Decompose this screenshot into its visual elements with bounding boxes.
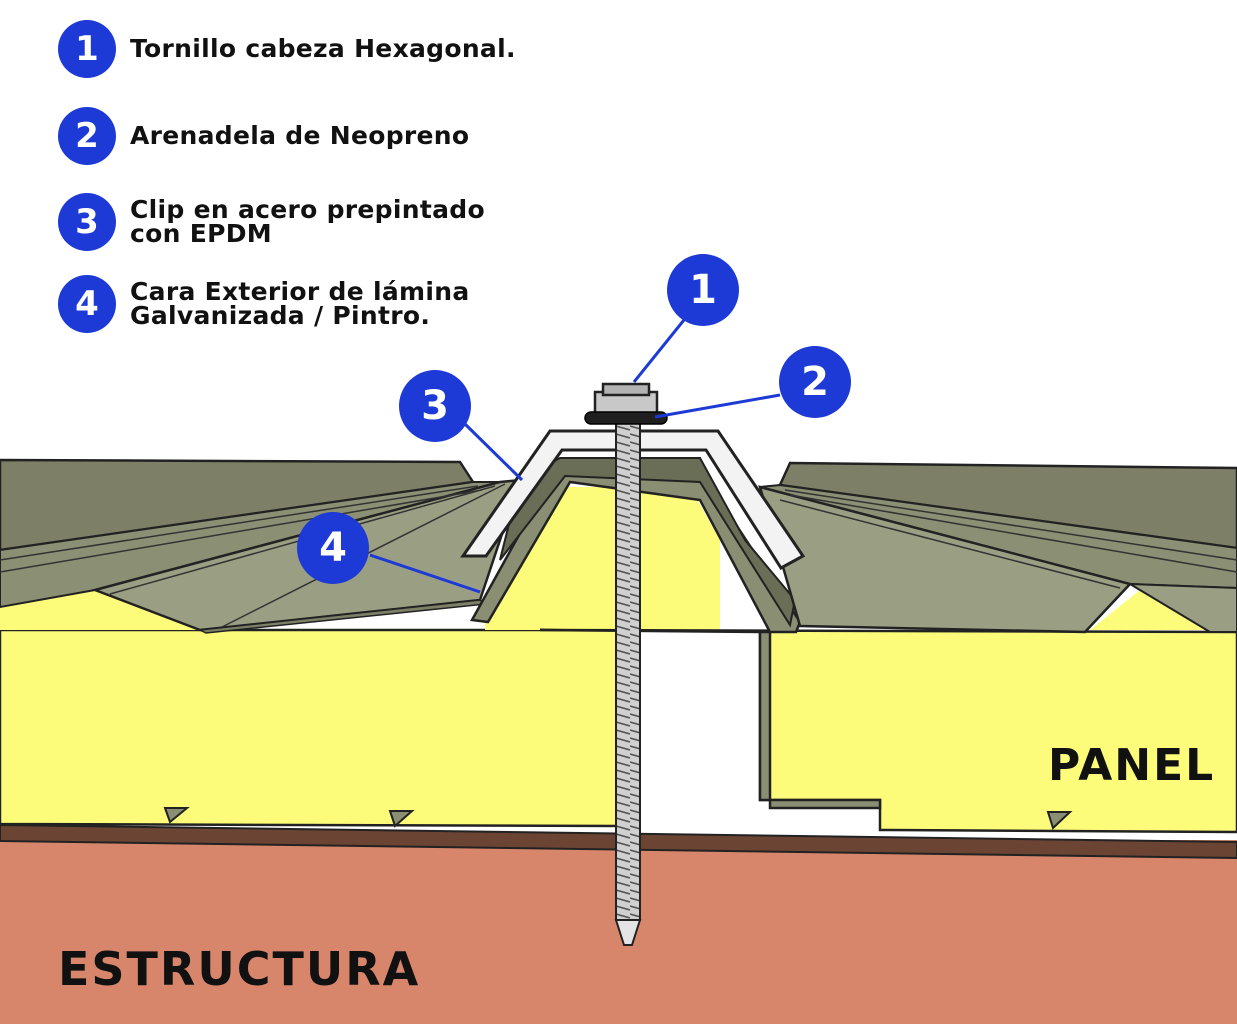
legend-item-2: 2 Arenadela de Neopreno [58,107,469,165]
legend-item-3: 3 Clip en acero prepintado con EPDM [58,193,485,251]
legend-badge: 1 [58,20,116,78]
callout-2: 2 [779,346,851,418]
clip [460,429,806,570]
callout-3: 3 [399,370,471,442]
callout-4: 4 [297,512,369,584]
structure-label: ESTRUCTURA [58,942,421,996]
legend-label: Clip en acero prepintado con EPDM [130,195,485,248]
legend-item-4: 4 Cara Exterior de lámina Galvanizada / … [58,275,470,333]
panel-label: PANEL [1048,740,1216,791]
leader-lines [369,314,781,594]
hex-head-screw [593,382,659,946]
neoprene-washer [584,411,668,425]
right-panel-skin [758,461,1237,634]
legend-item-1: 1 Tornillo cabeza Hexagonal. [58,20,516,78]
legend-label: Tornillo cabeza Hexagonal. [130,34,516,63]
legend-badge: 4 [58,275,116,333]
legend-label: Arenadela de Neopreno [130,121,470,150]
legend-badge: 2 [58,107,116,165]
callout-1: 1 [667,254,739,326]
legend-badge: 3 [58,193,116,251]
legend-label: Cara Exterior de lámina Galvanizada / Pi… [130,277,470,330]
